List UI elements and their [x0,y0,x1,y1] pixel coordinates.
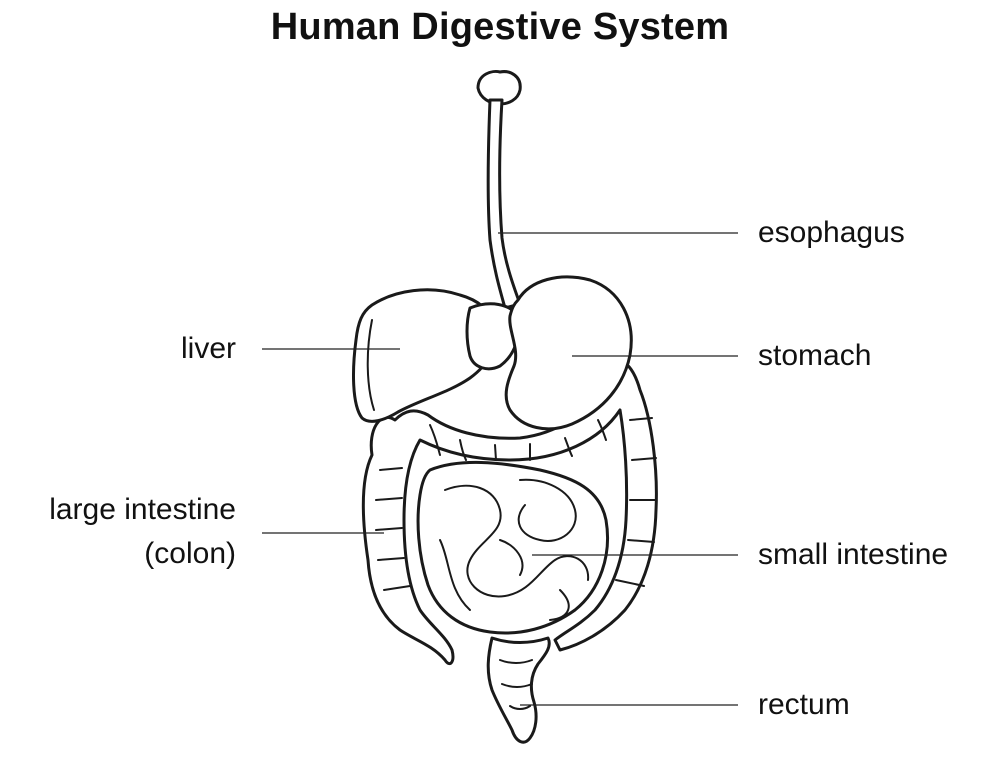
label-large-intestine-colon: (colon) [144,537,236,570]
liver-shape [352,288,497,423]
esophagus-shape [486,98,522,310]
stomach-shape [504,275,633,431]
label-small-intestine: small intestine [758,538,949,571]
colon-fold-lines [375,417,657,591]
label-rectum: rectum [758,688,850,721]
label-esophagus: esophagus [758,216,905,249]
label-liver: liver [180,332,236,365]
liver-lobe-line [366,319,375,411]
rectum-fold-lines [499,659,533,710]
diagram-title: Human Digestive System [270,6,730,48]
label-stomach: stomach [758,339,872,372]
label-large-intestine: large intestine [49,493,236,526]
gallbladder-shape [465,302,521,371]
rectum-shape [486,636,551,744]
small-intestine-coils [439,478,590,621]
